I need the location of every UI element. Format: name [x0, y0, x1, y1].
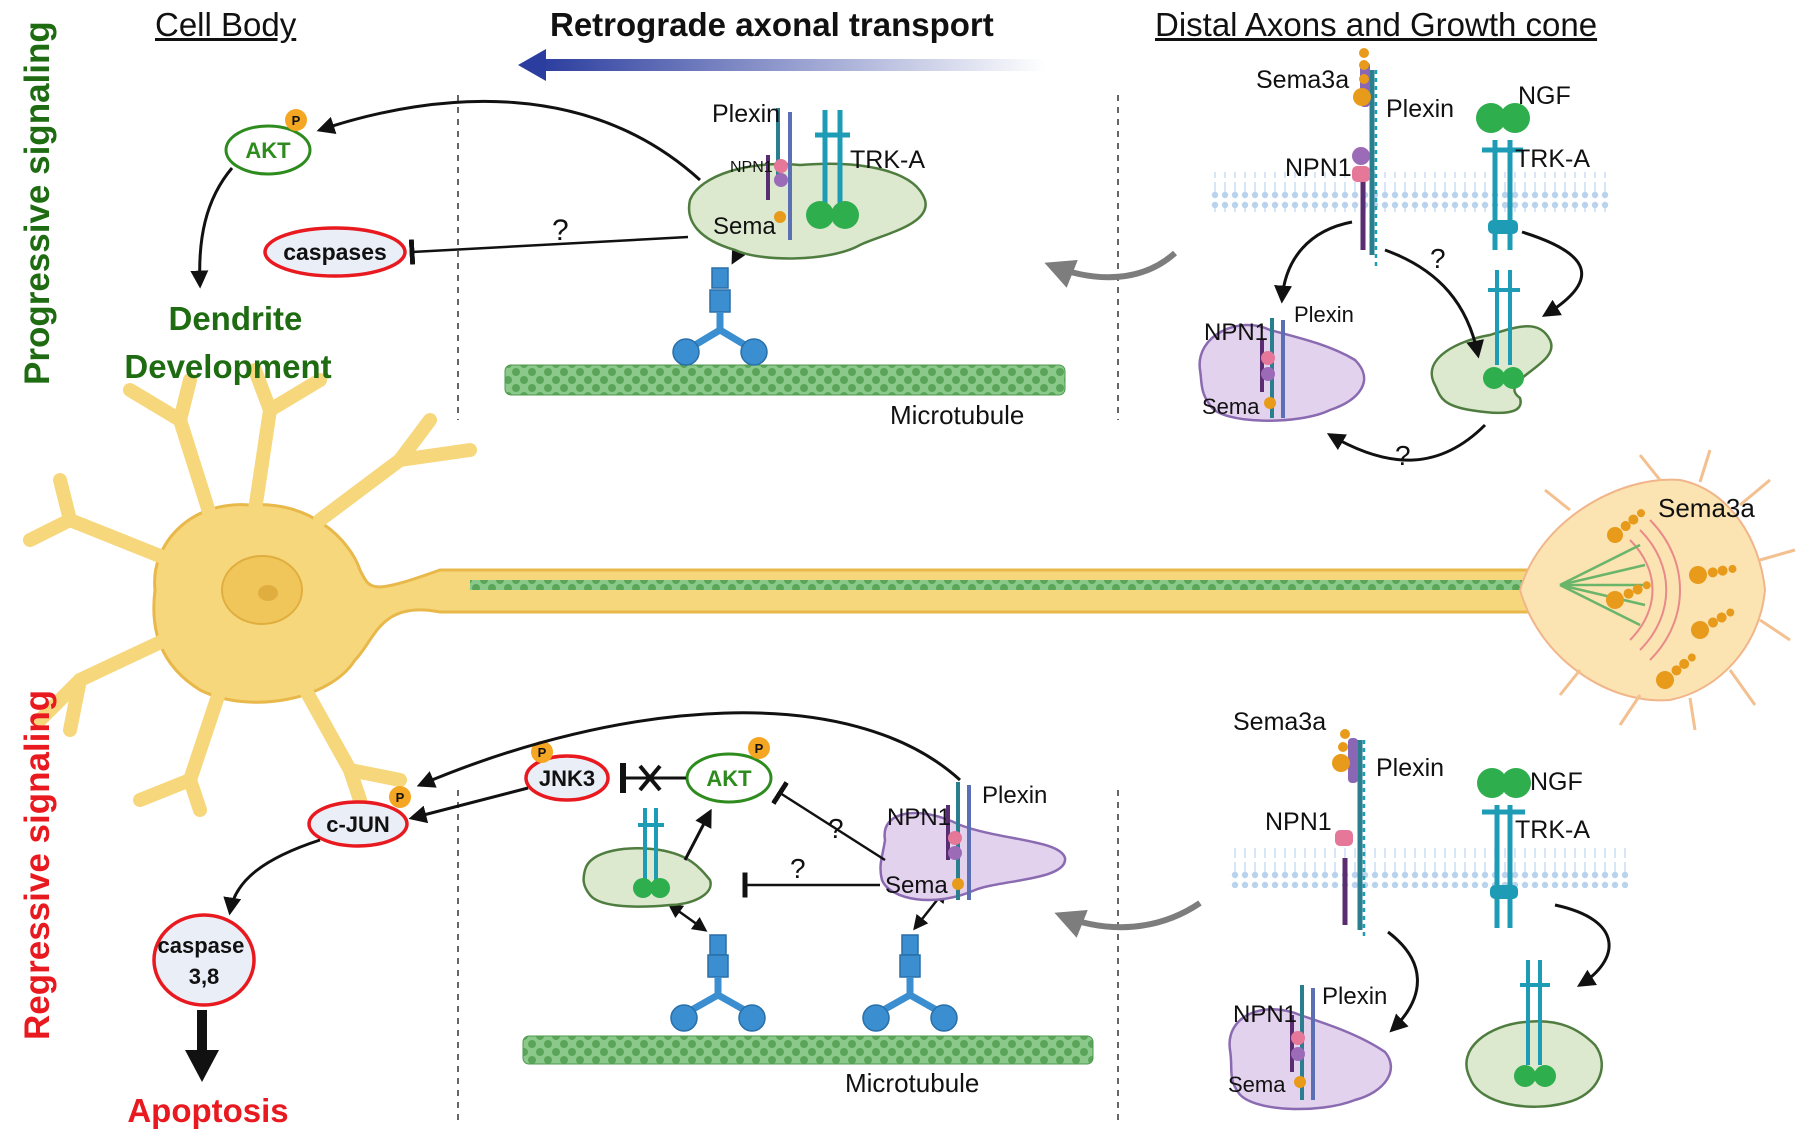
trka-ngf-receptor-bottom: NGF TRK-A — [1477, 768, 1590, 928]
inhibition-sema-to-akt — [771, 781, 886, 862]
jnk3-node: JNK3 P — [524, 741, 610, 802]
dendrite-development-label: Dendrite Development — [124, 300, 331, 385]
microtubule-label-top: Microtubule — [890, 400, 1024, 430]
sema-label-top-endosome: Sema — [713, 213, 776, 240]
npn1-label-purple-bottom: NPN1 — [887, 804, 951, 831]
sema3a-ligands — [1606, 509, 1737, 689]
sema3a-label-top-distal: Sema3a — [1256, 66, 1349, 94]
endosome-green-bottom — [582, 808, 712, 908]
arrow-trka-to-green-bottom — [1554, 903, 1611, 987]
arrow-plexin-to-purple-bottom — [1387, 930, 1419, 1033]
header-retrograde-transport: Retrograde axonal transport — [550, 6, 994, 43]
growth-cone — [1518, 449, 1796, 731]
membrane-top — [1210, 172, 1610, 212]
arrow-green-endosome-to-akt — [683, 808, 712, 861]
arrow-jnk3-to-cjun — [408, 786, 529, 824]
ngf-label-bottom: NGF — [1530, 768, 1583, 796]
caspases-node: caspases — [263, 226, 407, 278]
neuron-soma — [152, 503, 1562, 704]
akt-node-bottom: AKT P — [685, 737, 773, 804]
microtubule-label-bottom: Microtubule — [845, 1068, 979, 1098]
arrow-trka-to-green-top — [1521, 230, 1583, 317]
plexin-label-bottom-distal: Plexin — [1376, 754, 1444, 782]
svg-text:c-JUN: c-JUN — [326, 812, 390, 837]
caspase-3-8-node: caspase 3,8 — [152, 913, 256, 1007]
endosome-green-distal-top — [1430, 270, 1553, 415]
axon-microtubule — [470, 580, 1670, 590]
svg-text:JNK3: JNK3 — [539, 766, 595, 791]
svg-text:P: P — [292, 113, 301, 128]
svg-text:AKT: AKT — [706, 766, 752, 791]
arrow-green-to-purple-top — [1326, 423, 1487, 462]
sema-label-purple-bottom: Sema — [885, 872, 948, 899]
dynein-motor-top — [672, 267, 768, 366]
membrane-bottom — [1228, 848, 1628, 888]
npn1-label-purple-top: NPN1 — [1204, 319, 1268, 346]
arrow-cjun-to-caspase — [223, 838, 321, 916]
sema3a-label-bottom-distal: Sema3a — [1233, 708, 1326, 736]
endosome-purple-distal-top: NPN1 Plexin Sema — [1198, 302, 1366, 422]
microtubule-top: Microtubule — [504, 364, 1066, 430]
microtubule-bottom: Microtubule — [522, 1035, 1094, 1098]
side-label-regressive: Regressive signaling — [18, 689, 57, 1040]
trka-label-top-distal: TRK-A — [1515, 145, 1590, 173]
svg-text:AKT: AKT — [245, 138, 291, 163]
cjun-node: c-JUN P — [307, 786, 411, 848]
plexin-label-purple-top: Plexin — [1294, 302, 1354, 327]
trka-label-top-endosome: TRK-A — [850, 146, 925, 174]
header-cell-body: Cell Body — [155, 6, 297, 43]
endosome-purple-distal-bottom: NPN1 Plexin Sema — [1228, 983, 1393, 1111]
plexin-npn1-receptor-bottom: Sema3a Plexin NPN1 — [1233, 708, 1444, 940]
neuron: Sema3a — [23, 363, 1796, 817]
svg-text:caspases: caspases — [283, 239, 387, 265]
apoptosis-label: Apoptosis — [127, 1092, 288, 1129]
trka-receptor-top — [815, 110, 850, 205]
side-label-progressive: Progressive signaling — [18, 21, 57, 385]
npn1-label-bottom-distal: NPN1 — [1265, 808, 1332, 836]
plexin-label-purple-bottom: Plexin — [982, 782, 1047, 809]
arrow-plexin-to-cjun — [416, 711, 962, 788]
npn1-label-purple-bottom-distal: NPN1 — [1233, 1001, 1297, 1028]
arrow-plexin-to-purple-top — [1274, 220, 1353, 304]
retrograde-transport-arrow — [518, 49, 1045, 81]
gray-arrow-bottom — [1054, 900, 1202, 938]
sema-label-purple-bottom-distal: Sema — [1228, 1072, 1286, 1097]
header-distal-axons: Distal Axons and Growth cone — [1155, 6, 1598, 43]
inhibition-sema-to-caspases — [408, 235, 689, 265]
svg-text:caspase 3,8: caspase 3,8 — [158, 933, 251, 989]
ngf-label-top: NGF — [1518, 82, 1571, 110]
svg-text:P: P — [755, 741, 764, 756]
endosome-green-top: Plexin NPN1 TRK-A Sema — [687, 100, 927, 260]
svg-text:P: P — [396, 790, 405, 805]
plexin-label-top-endosome: Plexin — [712, 100, 780, 128]
akt-node-top: AKT P — [224, 109, 312, 176]
sema3a-ligand-label: Sema3a — [1658, 493, 1755, 523]
question-mark-bottom-b: ? — [790, 853, 806, 884]
gray-arrow-top — [1044, 250, 1178, 288]
question-mark-top-distal-a: ? — [1430, 243, 1446, 274]
question-mark-bottom-a: ? — [828, 813, 844, 844]
npn1-label-top-endosome: NPN1 — [730, 159, 773, 176]
arrow-plexin-to-green-top — [1384, 248, 1484, 359]
trka-ngf-receptor-top: NGF TRK-A — [1476, 82, 1590, 250]
question-mark-top-distal-b: ? — [1395, 440, 1411, 471]
plexin-label-purple-bottom-distal: Plexin — [1322, 983, 1387, 1010]
svg-text:P: P — [538, 745, 547, 760]
plexin-npn1-receptor-top: Sema3a Plexin NPN1 — [1256, 48, 1454, 270]
dendrites — [23, 363, 477, 817]
dynein-motor-bottom-right — [862, 934, 958, 1032]
question-mark-top-inhibition: ? — [552, 214, 569, 247]
blocked-x-mark — [638, 764, 662, 792]
npn1-label-top-distal: NPN1 — [1285, 154, 1352, 182]
plexin-label-top-distal: Plexin — [1386, 95, 1454, 123]
dynein-motor-bottom-left — [670, 934, 766, 1032]
trka-label-bottom-distal: TRK-A — [1515, 816, 1590, 844]
endosome-green-distal-bottom — [1465, 960, 1603, 1108]
endosome-purple-bottom: NPN1 Plexin Sema — [879, 782, 1067, 902]
sema-label-purple-top: Sema — [1202, 394, 1260, 419]
arrow-akt-to-dendrite — [190, 167, 234, 289]
arrow-endosome-to-akt — [316, 99, 702, 182]
